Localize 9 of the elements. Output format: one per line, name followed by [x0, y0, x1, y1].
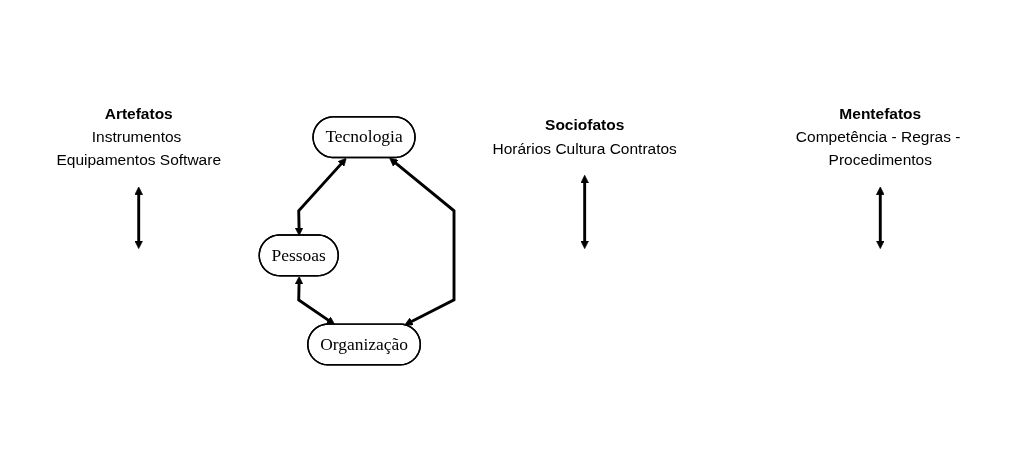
arrow — [294, 276, 336, 326]
node-text: Sociofatos Horários Cultura Contratos — [492, 117, 677, 157]
node-text: Artefatos Instrumentos Equipamentos Software — [56, 105, 221, 169]
arrow — [580, 175, 589, 250]
arrow — [876, 186, 885, 250]
arrow — [134, 186, 143, 250]
node-text: Mentefatos Competência - Regras - Procedimentos — [795, 105, 961, 169]
arrow — [294, 158, 347, 237]
arrow — [389, 158, 456, 326]
